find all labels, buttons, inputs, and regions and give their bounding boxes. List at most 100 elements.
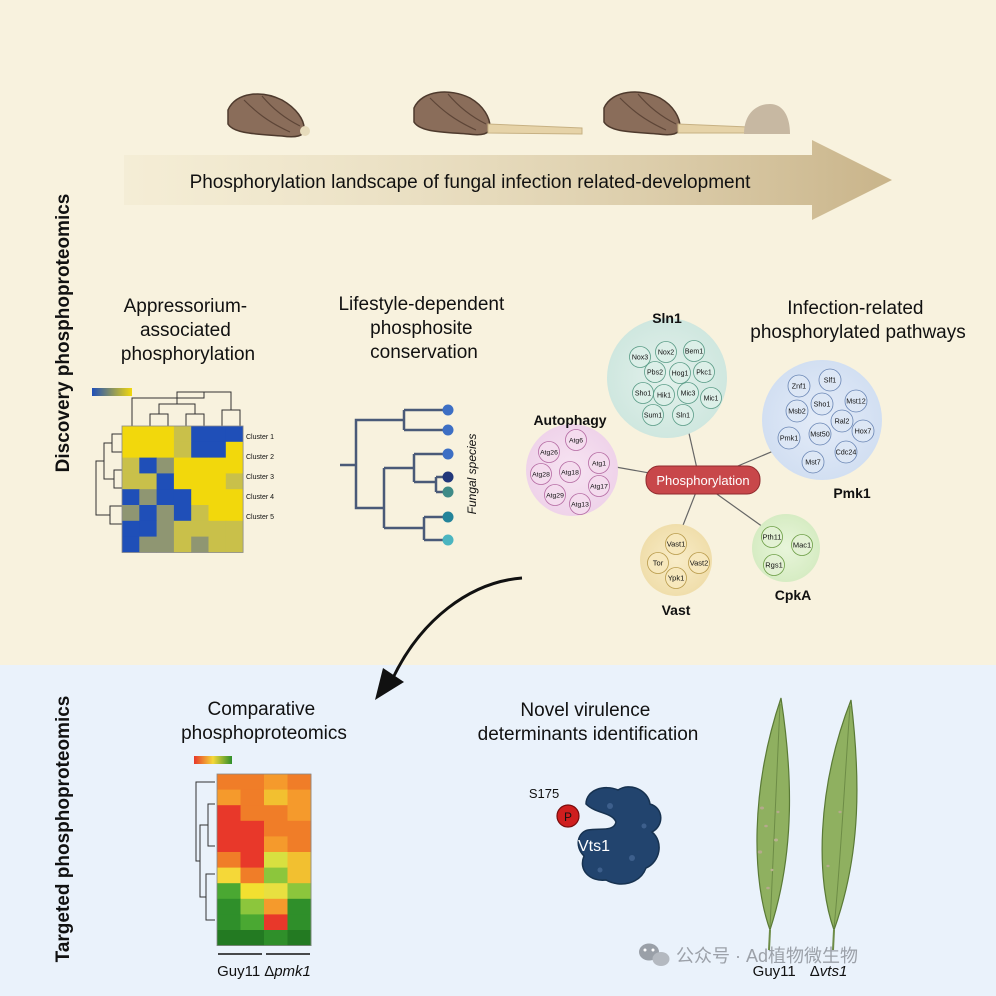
protein-node bbox=[810, 392, 834, 416]
targeted-section-label: Targeted phosphoproteomics bbox=[53, 696, 74, 963]
heatmap1-cell bbox=[156, 457, 175, 474]
protein-node-label: Bem1 bbox=[685, 349, 703, 356]
heatmap2-cell bbox=[240, 883, 265, 900]
heatmap2-cell bbox=[287, 930, 312, 946]
spore-2 bbox=[413, 91, 583, 136]
heatmap1-cell bbox=[173, 457, 192, 474]
heatmap1-cell bbox=[156, 520, 175, 537]
heatmap2-cell bbox=[264, 789, 288, 806]
protein-node bbox=[559, 461, 581, 483]
protein-node-label: Cdc24 bbox=[836, 448, 857, 457]
heatmap1-cell bbox=[173, 489, 192, 506]
heatmap1-cell bbox=[191, 489, 209, 506]
protein-node-label: Tor bbox=[653, 559, 664, 568]
spore-1 bbox=[227, 93, 310, 138]
transition-arrow bbox=[390, 576, 523, 681]
heatmap2-cell bbox=[217, 930, 241, 946]
heatmap1-cell bbox=[173, 426, 192, 443]
protein-node-label: Atg28 bbox=[532, 471, 550, 478]
heatmap2-cell bbox=[264, 883, 288, 900]
heatmap2 bbox=[216, 773, 312, 947]
heatmap2-cell bbox=[264, 930, 288, 946]
protein-node-label: Atg17 bbox=[590, 483, 608, 490]
phosphate-marker bbox=[556, 804, 580, 828]
protein-node-label: Ral2 bbox=[835, 417, 850, 426]
heatmap1-cell bbox=[225, 426, 244, 443]
protein-node-label: Pth11 bbox=[762, 533, 781, 542]
heatmap2-row-dendrogram bbox=[195, 781, 215, 921]
protein-node bbox=[818, 368, 842, 392]
heatmap2-cell bbox=[240, 867, 265, 884]
heatmap2-cell bbox=[287, 898, 312, 915]
heatmap1-cell bbox=[122, 457, 140, 474]
heatmap2-cell bbox=[240, 789, 265, 806]
protein-node-label: Atg13 bbox=[571, 501, 589, 508]
heatmap2-cell bbox=[264, 914, 288, 931]
heatmap2-cell bbox=[287, 867, 312, 884]
heatmap2-cell bbox=[217, 914, 241, 931]
heatmap2-cell bbox=[217, 867, 241, 884]
heatmap2-cell bbox=[264, 774, 288, 790]
heatmap2-cell bbox=[287, 852, 312, 868]
protein-node-label: Msb2 bbox=[788, 407, 806, 416]
protein-node-label: Pbs2 bbox=[647, 370, 663, 377]
watermark: 公众号 · Ad植物微生物 bbox=[639, 943, 858, 966]
discovery-background bbox=[0, 0, 996, 665]
heatmap1-cell bbox=[225, 489, 244, 506]
heatmap2-cell bbox=[217, 852, 241, 868]
heatmap1-cell bbox=[208, 505, 227, 522]
heatmap2-cell bbox=[240, 930, 265, 946]
heatmap2-cell bbox=[287, 805, 312, 822]
heatmap1-cell bbox=[139, 505, 157, 522]
heatmap2-cell bbox=[217, 805, 241, 822]
leaf-lesions bbox=[757, 806, 842, 890]
heatmap1-cell bbox=[225, 441, 244, 458]
protein-node-label: Mic3 bbox=[681, 391, 696, 398]
phosphate-marker-label: P bbox=[564, 810, 572, 824]
protein-node bbox=[688, 552, 710, 574]
heatmap1-cluster-label: Cluster 4 bbox=[246, 494, 274, 501]
protein-node-label: Mac1 bbox=[793, 541, 811, 550]
protein-node-label: Atg18 bbox=[561, 469, 579, 476]
protein-node-label: Sho1 bbox=[814, 400, 831, 409]
heatmap2-cell bbox=[240, 805, 265, 822]
heatmap1-cell bbox=[191, 457, 209, 474]
heatmap1-cell bbox=[208, 441, 227, 458]
autophagy-label: Autophagy bbox=[533, 412, 606, 428]
fungal-species-label: Fungal species bbox=[465, 434, 479, 515]
protein-node bbox=[785, 399, 809, 423]
protein-node bbox=[665, 533, 687, 555]
protein-node bbox=[655, 341, 677, 363]
heatmap1-cell bbox=[139, 426, 157, 443]
protein-node bbox=[642, 404, 664, 426]
protein-node bbox=[588, 452, 610, 474]
protein-node bbox=[700, 387, 722, 409]
protein-node-label: Znf1 bbox=[792, 382, 806, 391]
heatmap1-cell bbox=[139, 489, 157, 506]
heatmap1-cell bbox=[225, 536, 244, 553]
arrow-label: Phosphorylation landscape of fungal infe… bbox=[190, 172, 752, 193]
protein-node bbox=[787, 374, 811, 398]
protein-node-label: Hik1 bbox=[657, 393, 671, 400]
protein-node-label: Sho1 bbox=[635, 391, 651, 398]
protein-node bbox=[665, 567, 687, 589]
watermark-text: 公众号 · Ad植物微生物 bbox=[676, 946, 858, 966]
heatmap2-cell bbox=[287, 820, 312, 837]
protein-node-label: Pmk1 bbox=[780, 434, 798, 443]
heatmap1-cluster-label: Cluster 3 bbox=[246, 474, 274, 481]
protein-node-label: Mic1 bbox=[704, 396, 719, 403]
protein-node bbox=[677, 382, 699, 404]
protein-node bbox=[801, 450, 825, 474]
protein-node bbox=[530, 463, 552, 485]
leaf-guy11 bbox=[756, 697, 791, 951]
heatmap2-cell bbox=[240, 898, 265, 915]
heatmap1-column-dendrogram bbox=[131, 391, 241, 426]
protein-node-label: Nox2 bbox=[658, 350, 674, 357]
heatmap1-cell bbox=[208, 473, 227, 490]
protein-node-label: Atg6 bbox=[569, 437, 583, 444]
heatmap1-cell bbox=[208, 457, 227, 474]
heatmap1-cell bbox=[156, 536, 175, 553]
